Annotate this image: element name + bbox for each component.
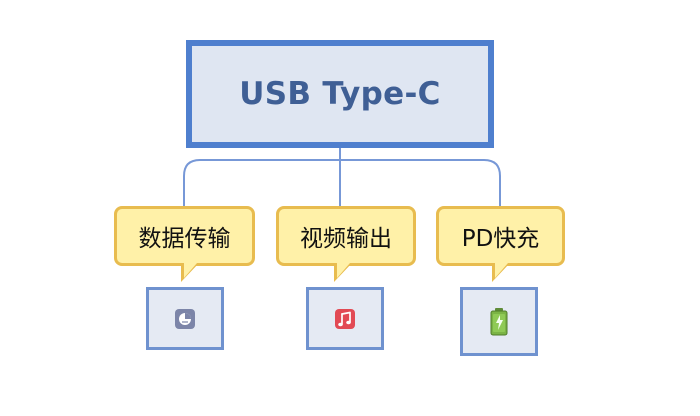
branch-callout-pd-fast-charge: PD快充 [436,206,565,266]
icon-box-pd-fast-charge [460,287,538,356]
callout-tail-fill-data-transfer [184,263,197,278]
branch-label-video-output: 视频输出 [300,226,392,252]
branch-label-pd-fast-charge: PD快充 [461,226,540,252]
branch-callout-data-transfer: 数据传输 [114,206,255,266]
branch-label-data-transfer: 数据传输 [138,226,231,252]
root-node: USB Type-C [186,40,494,148]
connector-trunk [183,147,501,207]
music-icon [335,308,355,329]
icon-box-data-transfer [146,287,224,350]
data-transfer-icon [175,308,195,329]
callout-tail-fill-pd-fast-charge [495,263,508,278]
callout-tail-fill-video-output [337,263,350,278]
branch-callout-video-output: 视频输出 [276,206,416,266]
root-title: USB Type-C [239,76,441,112]
icon-box-video-output [306,287,384,350]
battery-charging-icon [490,308,508,336]
